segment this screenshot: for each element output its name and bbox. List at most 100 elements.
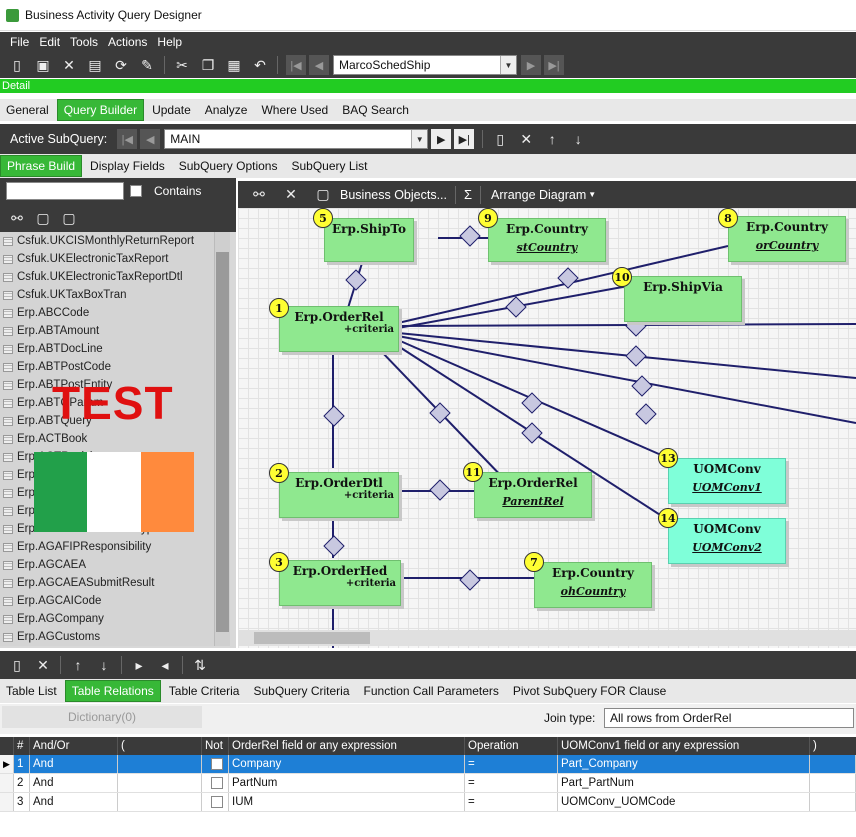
grid-header-cell[interactable]: ( <box>118 737 202 755</box>
delete-subquery-icon[interactable]: ✕ <box>520 130 533 147</box>
node-erp-country-oh[interactable]: Erp.Country ohCountry <box>534 562 652 608</box>
paren-open-cell[interactable] <box>118 755 202 773</box>
table-list-item[interactable]: Erp.ABTQParam <box>0 394 214 412</box>
grid-header-cell[interactable]: Not <box>202 737 229 755</box>
subquery-combo[interactable]: MAIN ▼ <box>164 129 429 149</box>
node-uomconv1[interactable]: UOMConv UOMConv1 <box>668 458 786 504</box>
grid-icon[interactable]: ▢ <box>62 209 76 226</box>
tab-query-builder[interactable]: Query Builder <box>56 99 145 121</box>
move-down-icon[interactable]: ↓ <box>574 131 582 147</box>
not-cell[interactable] <box>202 755 229 773</box>
table-list-item[interactable]: Erp.ABTDocLine <box>0 340 214 358</box>
operation-cell[interactable]: = <box>465 755 558 773</box>
sigma-button[interactable]: Σ <box>464 187 473 202</box>
left-field-cell[interactable]: PartNum <box>229 774 465 792</box>
row-indicator[interactable]: ▶ <box>0 755 14 773</box>
row-indicator[interactable] <box>0 793 14 811</box>
table-list-item[interactable]: Erp.ACTBook <box>0 430 214 448</box>
table-list-item[interactable]: Erp.ABTQuery <box>0 412 214 430</box>
node-erp-country-st[interactable]: Erp.Country stCountry <box>488 218 606 262</box>
record-combo[interactable]: MarcoSchedShip ▼ <box>333 55 517 75</box>
outdent-icon[interactable]: ◂ <box>161 656 169 673</box>
tab-display-fields[interactable]: Display Fields <box>90 159 165 173</box>
paren-close-cell[interactable] <box>810 793 856 811</box>
tab-table-relations[interactable]: Table Relations <box>64 680 161 702</box>
first-subquery-icon[interactable]: |◀ <box>117 129 138 149</box>
node-erp-shipvia[interactable]: Erp.ShipVia <box>624 276 742 322</box>
table-list-item[interactable]: Erp.AGCAEASubmitResult <box>0 574 214 592</box>
table-list-item[interactable]: Csfuk.UKElectronicTaxReportDtl <box>0 268 214 286</box>
tab-update[interactable]: Update <box>152 103 191 117</box>
grid-header-cell[interactable]: And/Or <box>30 737 118 755</box>
operation-cell[interactable]: = <box>465 774 558 792</box>
scrollbar-thumb[interactable] <box>254 632 370 644</box>
table-list-scrollbar[interactable] <box>214 232 230 646</box>
row-number[interactable]: 2 <box>14 774 30 792</box>
diagram-hscrollbar[interactable] <box>238 630 856 646</box>
last-subquery-icon[interactable]: ▶| <box>454 129 475 149</box>
tab-subquery-list[interactable]: SubQuery List <box>291 159 368 173</box>
menu-edit[interactable]: Edit <box>39 35 61 49</box>
last-record-icon[interactable]: ▶| <box>544 55 564 75</box>
join-type-combo[interactable]: All rows from OrderRel <box>604 708 854 728</box>
left-field-cell[interactable]: IUM <box>229 793 465 811</box>
arrange-diagram-button[interactable]: Arrange Diagram <box>491 187 587 202</box>
node-erp-orderrel-parent[interactable]: Erp.OrderRel ParentRel <box>474 472 592 518</box>
paren-open-cell[interactable] <box>118 793 202 811</box>
tab-function-call-parameters[interactable]: Function Call Parameters <box>363 684 499 698</box>
tab-phrase-build[interactable]: Phrase Build <box>0 155 83 177</box>
business-objects-button[interactable]: Business Objects... <box>340 187 447 202</box>
grid-header-cell[interactable]: Operation <box>465 737 558 755</box>
chevron-down-icon[interactable]: ▼ <box>588 190 597 199</box>
node-erp-country-or[interactable]: Erp.Country orCountry <box>728 216 846 262</box>
cut-icon[interactable]: ✂ <box>176 56 188 73</box>
move-up-icon[interactable]: ↑ <box>74 657 82 673</box>
table-list-item[interactable]: Csfuk.UKTaxBoxTran <box>0 286 214 304</box>
table-list-item[interactable]: Erp.ABTPostCode <box>0 358 214 376</box>
clear-icon[interactable]: ✎ <box>141 56 153 73</box>
contains-checkbox[interactable] <box>130 185 142 197</box>
move-down-icon[interactable]: ↓ <box>100 657 108 673</box>
menu-file[interactable]: File <box>10 35 30 49</box>
paren-close-cell[interactable] <box>810 774 856 792</box>
right-field-cell[interactable]: Part_Company <box>558 755 810 773</box>
menu-actions[interactable]: Actions <box>108 35 148 49</box>
new-subquery-icon[interactable]: ▯ <box>496 130 505 147</box>
tab-subquery-criteria[interactable]: SubQuery Criteria <box>253 684 350 698</box>
tab-table-list[interactable]: Table List <box>6 684 57 698</box>
undo-icon[interactable]: ↶ <box>254 56 266 73</box>
node-erp-shipto[interactable]: Erp.ShipTo <box>324 218 414 262</box>
table-list-item[interactable]: Erp.ABCCode <box>0 304 214 322</box>
table-list-item[interactable]: Erp.AGAFIPResponsibility <box>0 538 214 556</box>
table-list-item[interactable]: Erp.AGCompany <box>0 610 214 628</box>
row-indicator[interactable] <box>0 774 14 792</box>
tab-table-criteria[interactable]: Table Criteria <box>168 684 240 698</box>
refresh-icon[interactable]: ⟳ <box>115 56 127 73</box>
prev-subquery-icon[interactable]: ◀ <box>140 129 161 149</box>
dictionary-button[interactable]: Dictionary(0) <box>2 706 202 728</box>
row-number[interactable]: 3 <box>14 793 30 811</box>
chevron-down-icon[interactable]: ▼ <box>500 56 516 74</box>
new-icon[interactable]: ▯ <box>13 656 21 673</box>
not-cell[interactable] <box>202 793 229 811</box>
copy-icon[interactable]: ❐ <box>201 56 215 73</box>
table-list-item[interactable]: Csfuk.UKCISMonthlyReturnReport <box>0 232 214 250</box>
not-checkbox[interactable] <box>210 758 223 770</box>
move-up-icon[interactable]: ↑ <box>548 131 556 147</box>
node-erp-orderhed[interactable]: Erp.OrderHed +criteria <box>279 560 401 606</box>
table-list-item[interactable]: Csfuk.UKElectronicTaxReport <box>0 250 214 268</box>
indent-icon[interactable]: ▸ <box>135 656 143 673</box>
paste-icon[interactable]: ▦ <box>227 56 241 73</box>
grid-icon[interactable]: ▢ <box>36 209 50 226</box>
node-uomconv2[interactable]: UOMConv UOMConv2 <box>668 518 786 564</box>
next-subquery-icon[interactable]: ▶ <box>431 129 452 149</box>
new-icon[interactable]: ▯ <box>13 56 21 73</box>
chevron-down-icon[interactable]: ▼ <box>411 130 428 148</box>
table-list-item[interactable]: Erp.AGCAEA <box>0 556 214 574</box>
operation-cell[interactable]: = <box>465 793 558 811</box>
not-checkbox[interactable] <box>210 796 223 808</box>
and-or-cell[interactable]: And <box>30 755 118 773</box>
tab-subquery-options[interactable]: SubQuery Options <box>178 159 278 173</box>
